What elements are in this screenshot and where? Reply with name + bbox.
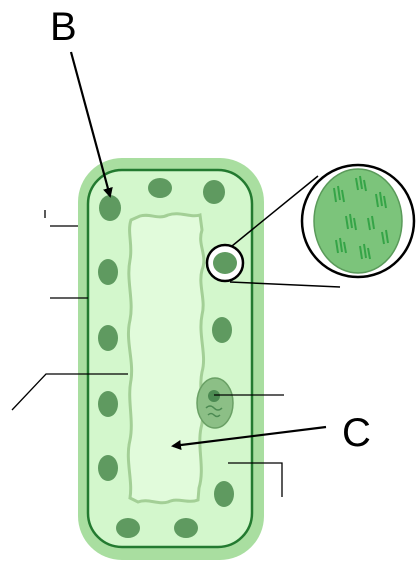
chloroplast bbox=[99, 195, 121, 221]
chloroplast bbox=[116, 518, 140, 538]
highlighted-chloroplast bbox=[213, 252, 237, 274]
label-c: C bbox=[342, 411, 371, 455]
chloroplast bbox=[214, 481, 234, 507]
chloroplast bbox=[174, 518, 198, 538]
nucleus bbox=[197, 378, 233, 428]
chloroplast bbox=[98, 325, 118, 351]
chloroplast bbox=[148, 178, 172, 198]
chloroplast bbox=[203, 180, 225, 204]
chloroplast bbox=[98, 455, 118, 481]
vacuole bbox=[128, 214, 204, 503]
chloroplast bbox=[98, 391, 118, 417]
chloroplast bbox=[212, 317, 232, 343]
enlarged-chloroplast-view bbox=[302, 165, 414, 277]
label-b: B bbox=[50, 5, 77, 49]
chloroplast bbox=[98, 259, 118, 285]
